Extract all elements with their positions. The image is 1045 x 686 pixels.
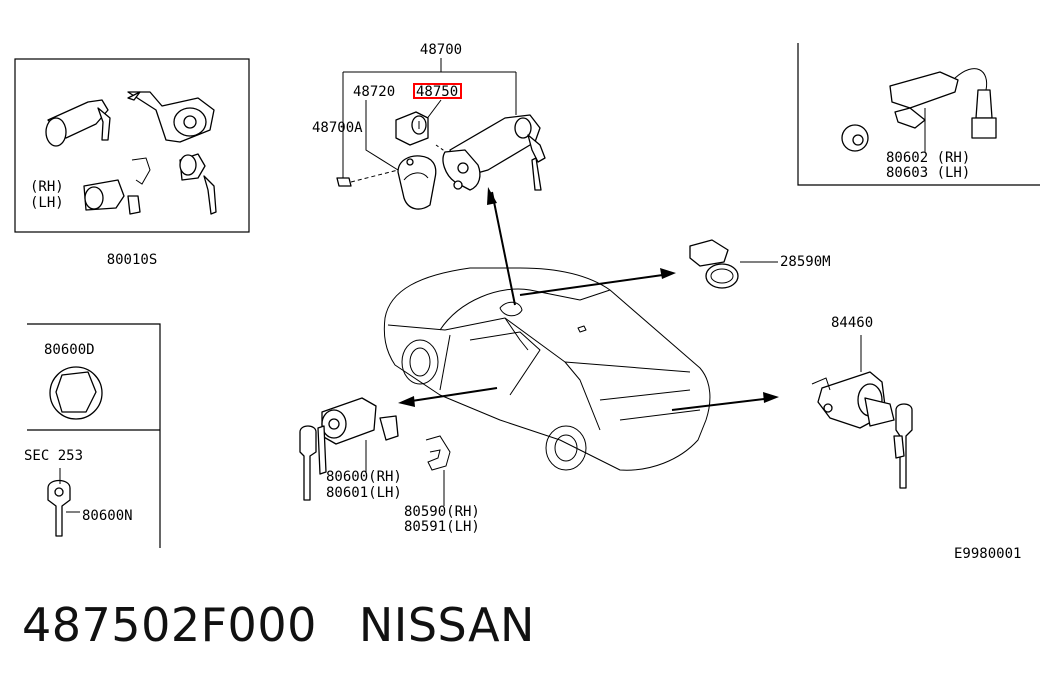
label-sec253: SEC 253 [24, 448, 83, 464]
highlight-box-48750 [413, 83, 462, 99]
label-80591: 80591(LH) [404, 519, 480, 535]
ignition-cylinder-icon [395, 111, 429, 146]
label-80600d: 80600D [44, 342, 95, 358]
door-switch-harness-icon [841, 68, 997, 152]
labels: 48700 48720 48750 48700A (RH) (LH) 80010… [24, 42, 1021, 562]
door-cylinder-icon [299, 397, 399, 501]
car-outline-icon [383, 267, 711, 471]
label-48720: 48720 [353, 84, 395, 100]
label-80603: 80603 (LH) [886, 165, 970, 181]
label-84460: 84460 [831, 315, 873, 331]
frame-80010s [14, 58, 250, 233]
label-set-rh: (RH) [30, 179, 64, 195]
trunk-lock-icon [811, 335, 913, 489]
label-80602: 80602 (RH) [886, 150, 970, 166]
label-80600n: 80600N [82, 508, 133, 524]
label-28590m: 28590M [780, 254, 831, 270]
frame-80600d [27, 323, 161, 548]
frame-80602 [797, 43, 1040, 186]
blank-key-icon [47, 468, 80, 537]
label-48700: 48700 [420, 42, 462, 58]
retainer-clip-icon [425, 435, 451, 506]
bracket-48700 [342, 58, 517, 171]
door-lock-set-icon [45, 91, 217, 215]
steering-clamp-icon [397, 155, 437, 210]
arrows [398, 187, 779, 411]
part-number: 487502F000 [22, 598, 317, 652]
steering-lock-body-icon [435, 114, 546, 191]
label-set-lh: (LH) [30, 195, 64, 211]
lock-ring-icon [49, 366, 103, 420]
label-80600: 80600(RH) [326, 469, 402, 485]
part-caption: 487502F000 NISSAN [22, 598, 535, 652]
bolt-icon [336, 132, 399, 187]
label-48700a: 48700A [312, 120, 363, 136]
label-48750: 48750 [416, 84, 458, 100]
key-sensor-icon [689, 239, 778, 289]
label-80590: 80590(RH) [404, 504, 480, 520]
label-80010s: 80010S [107, 252, 158, 268]
brand-name: NISSAN [358, 598, 535, 652]
label-diagram-code: E9980001 [954, 546, 1021, 562]
label-80601: 80601(LH) [326, 485, 402, 501]
